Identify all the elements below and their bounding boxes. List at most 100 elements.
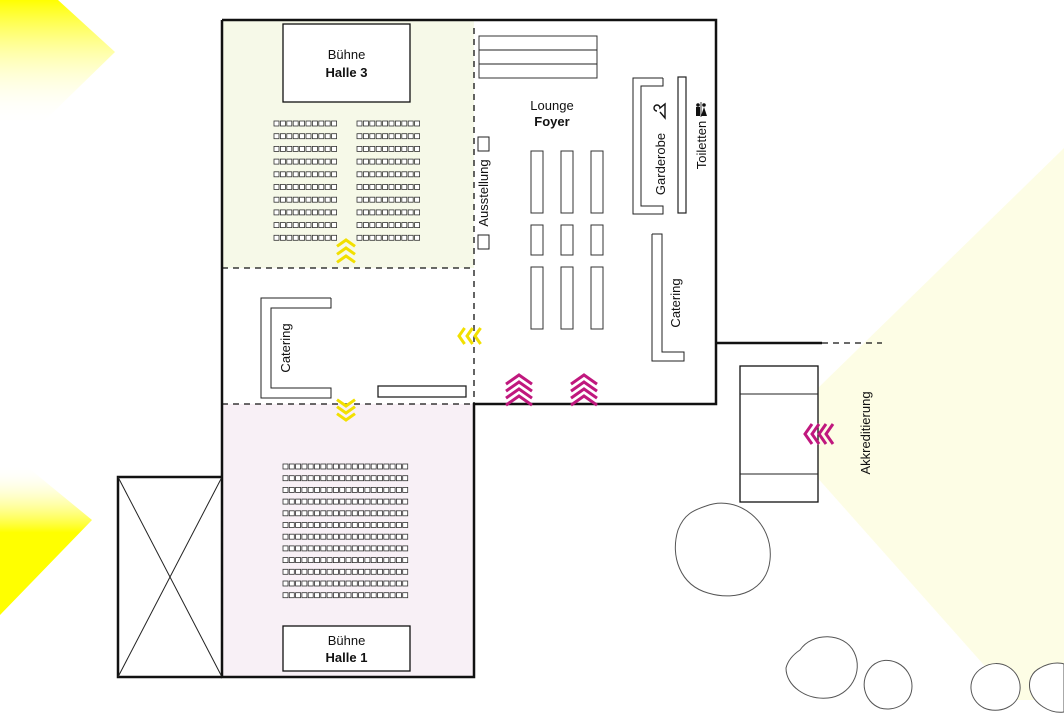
seat [339,580,346,587]
seat [402,522,409,528]
seat [311,133,318,140]
seat [401,196,408,203]
seat [292,145,299,152]
seat [307,498,314,505]
seat [356,171,363,178]
seat [311,171,318,178]
seat [351,580,358,587]
seat [345,568,352,575]
seat [295,568,302,575]
seat [320,498,327,505]
seat [318,184,325,190]
seat [288,545,295,552]
seat [331,209,338,216]
seat [345,510,352,517]
seat [370,592,377,599]
seat [402,557,409,563]
seat [370,545,377,552]
seat [305,158,312,165]
seat [388,120,395,127]
seat [401,133,408,140]
direction-chevron [336,405,356,415]
seat [326,580,333,587]
seat [401,209,408,216]
seat [377,522,383,528]
seat [345,545,352,552]
seat [320,486,327,493]
seat [358,533,365,540]
seat [369,184,376,190]
direction-chevron [824,423,835,445]
seat [339,533,346,540]
seat [382,196,389,203]
seat [402,580,409,587]
seat [331,120,338,127]
direction-chevron [505,380,533,393]
seat [356,120,363,127]
seat [292,209,299,216]
seat [339,486,346,493]
seat [299,145,306,152]
seat [358,486,365,493]
seat [320,557,327,563]
seat [301,533,308,540]
seat [282,592,289,599]
seat [311,184,318,190]
seat [288,463,295,470]
seat [318,171,325,178]
seat [377,533,383,540]
seat [320,510,327,517]
seat [318,158,325,165]
seat [394,145,401,152]
seat [332,592,339,599]
seat [369,120,376,127]
seat [389,557,396,563]
seat [286,209,293,216]
seat [279,222,286,229]
seat [324,133,331,140]
seat [364,568,371,575]
seat [414,234,421,241]
seat [331,184,338,190]
seat [324,145,331,152]
seat [383,533,390,540]
seat [401,222,408,229]
seat [388,171,395,178]
seat [362,234,369,241]
seat [279,184,286,190]
seat [377,463,383,470]
tree [970,663,1021,711]
seat [331,145,338,152]
seat [362,133,369,140]
seat [286,133,293,140]
seat [395,486,402,493]
seat [282,475,289,482]
seat [364,557,371,563]
seat [401,184,408,190]
seat [377,580,383,587]
seat [395,533,402,540]
seat [288,486,295,493]
seat [307,557,314,563]
seat [358,475,365,482]
seat [407,222,414,229]
seat [324,196,331,203]
seat [331,196,338,203]
seat [288,522,295,528]
seat [388,133,395,140]
seat [314,510,320,517]
seat [273,145,280,152]
seat [402,498,409,505]
seat [279,171,286,178]
seat [279,209,286,216]
seat [351,557,358,563]
seat [320,533,327,540]
seat [314,498,320,505]
seat [389,568,396,575]
seat [339,522,346,528]
seat [345,580,352,587]
seat [407,234,414,241]
seat [401,120,408,127]
direction-chevron [810,423,821,445]
seat [402,510,409,517]
